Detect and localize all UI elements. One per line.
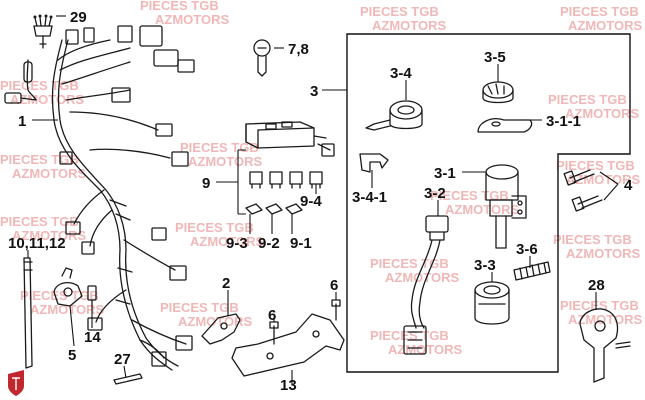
part-3-4-seat-lock [365, 100, 423, 131]
callout-4: 4 [624, 177, 633, 194]
watermark-text: AZMOTORS [385, 270, 459, 285]
part-29-connector [33, 14, 53, 49]
part-3-6-spring [513, 261, 551, 281]
callout-9-4: 9-4 [300, 193, 322, 210]
watermark-text: PIECES TGB [370, 256, 449, 271]
part-7-8-key [253, 39, 271, 77]
callout-3-4: 3-4 [390, 65, 412, 82]
watermark-text: PIECES TGB [0, 152, 79, 167]
callout-3-2: 3-2 [424, 185, 446, 202]
callout-3-3: 3-3 [474, 257, 496, 274]
watermark-text: PIECES TGB [370, 328, 449, 343]
watermark-text: PIECES TGB [560, 4, 639, 19]
watermark-text: AZMOTORS [10, 92, 84, 107]
callout-6: 6 [330, 277, 338, 294]
part-4-screws [563, 169, 603, 212]
watermark-text: AZMOTORS [372, 18, 446, 33]
watermark-layer: PIECES TGB AZMOTORS PIECES TGB AZMOTORS … [0, 0, 642, 357]
watermark-text: PIECES TGB [175, 220, 254, 235]
watermark-text: PIECES TGB [140, 0, 219, 13]
watermark-text: AZMOTORS [30, 302, 104, 317]
part-27-tie [113, 373, 143, 385]
part-13-mounting-plate [231, 313, 345, 377]
callout-2: 2 [222, 275, 230, 292]
callout-3-1: 3-1 [434, 165, 456, 182]
callout-27: 27 [114, 351, 131, 368]
callout-3-1-1: 3-1-1 [546, 113, 581, 130]
part-28-bracket [579, 308, 631, 383]
part-5-clamp [53, 267, 83, 307]
callout-14: 14 [84, 329, 101, 346]
watermark-text: PIECES TGB [556, 158, 635, 173]
watermark-text: PIECES TGB [430, 188, 509, 203]
tgb-shield-logo [8, 370, 24, 396]
callout-6: 6 [268, 307, 276, 324]
watermark-text: PIECES TGB [180, 140, 259, 155]
watermark-text: PIECES TGB [0, 214, 79, 229]
watermark-text: AZMOTORS [568, 18, 642, 33]
watermark-text: PIECES TGB [0, 78, 79, 93]
watermark-text: AZMOTORS [568, 312, 642, 327]
callout-9-1: 9-1 [290, 235, 312, 252]
callout-9: 9 [202, 175, 210, 192]
callout-13: 13 [280, 377, 297, 394]
callout-9-2: 9-2 [258, 235, 280, 252]
assembly-frame [346, 33, 631, 373]
part-1-wiring-harness [4, 25, 195, 371]
part-3-5-cover-cap [482, 81, 514, 104]
part-3-1-ignition-switch [485, 164, 527, 249]
part-3-4-1-clip [359, 153, 389, 173]
watermark-text: PIECES TGB [553, 232, 632, 247]
part-6-screw [331, 299, 341, 321]
part-2-bracket [201, 313, 241, 345]
watermark-text: AZMOTORS [566, 172, 640, 187]
callout-10-11-12: 10,11,12 [8, 235, 66, 252]
watermark-text: AZMOTORS [155, 12, 229, 27]
watermark-text: AZMOTORS [12, 228, 86, 243]
callout-5: 5 [68, 347, 76, 364]
callout-28: 28 [588, 277, 605, 294]
callout-3-4-1: 3-4-1 [352, 189, 387, 206]
watermark-text: PIECES TGB [160, 300, 239, 315]
watermark-text: PIECES TGB [548, 92, 627, 107]
callout-7-8: 7,8 [288, 41, 309, 58]
part-10-11-12-cable-tie [23, 257, 33, 369]
watermark-text: PIECES TGB [560, 298, 639, 313]
callout-1: 1 [18, 113, 26, 130]
watermark-text: AZMOTORS [12, 166, 86, 181]
part-3-1-1-lid [477, 118, 533, 133]
watermark-text: PIECES TGB [360, 4, 439, 19]
part-14-bolt [87, 285, 97, 309]
callout-9-3: 9-3 [226, 235, 248, 252]
watermark-text: AZMOTORS [190, 234, 264, 249]
watermark-text: AZMOTORS [188, 154, 262, 169]
watermark-text: AZMOTORS [388, 342, 462, 357]
callout-labels: 29 7,8 1 3 3-4 3-5 3-1-1 9 9-4 9-3 9-2 9… [8, 9, 633, 394]
part-6-screw [269, 321, 279, 345]
callout-3: 3 [310, 83, 318, 100]
callout-29: 29 [70, 9, 87, 26]
watermark-text: AZMOTORS [445, 202, 519, 217]
callout-3-5: 3-5 [484, 49, 506, 66]
watermark-text: PIECES TGB [20, 288, 99, 303]
watermark-text: AZMOTORS [565, 106, 639, 121]
part-3-2-switch-lead [403, 215, 449, 355]
part-3-3-lock-cylinder [474, 281, 510, 325]
watermark-text: AZMOTORS [566, 246, 640, 261]
leader-lines [27, 15, 619, 384]
part-9-relay-box [245, 121, 335, 215]
callout-3-6: 3-6 [516, 241, 538, 258]
